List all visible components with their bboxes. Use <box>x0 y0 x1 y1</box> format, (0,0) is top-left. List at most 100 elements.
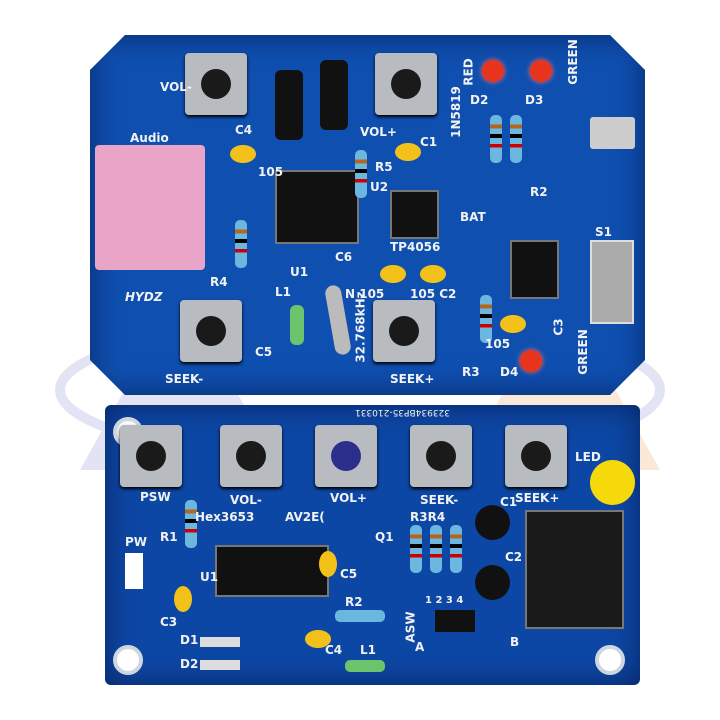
seek-down-button <box>180 300 242 362</box>
label: SEEK+ <box>515 491 560 505</box>
label: Hex3653 <box>195 510 255 524</box>
label: SEEK- <box>420 493 459 507</box>
power-header <box>125 553 143 589</box>
label: BAT <box>460 210 486 224</box>
label: VOL- <box>230 493 262 507</box>
audio-jack <box>95 145 205 270</box>
vol-up-button <box>315 425 377 487</box>
label: 1 2 3 4 <box>425 595 464 606</box>
label: PW <box>125 535 148 549</box>
capacitor <box>230 145 256 163</box>
label: PSW <box>140 490 171 504</box>
label: AV2E( <box>285 510 325 524</box>
seek-up-button <box>505 425 567 487</box>
ic-chip-u1 <box>215 545 329 597</box>
resistor <box>335 610 385 622</box>
resistor <box>235 220 247 268</box>
red-led <box>482 60 504 82</box>
label: D2 <box>180 657 199 671</box>
label: C4 <box>235 123 253 137</box>
ic-chip-u2 <box>390 190 439 239</box>
label: A <box>415 640 425 654</box>
usb-port <box>590 117 635 149</box>
seek-down-button <box>410 425 472 487</box>
label: U1 <box>290 265 309 279</box>
capacitor <box>395 143 421 161</box>
capacitor <box>380 265 406 283</box>
capacitor <box>305 630 331 648</box>
label: Audio <box>130 131 169 145</box>
label: RED <box>461 58 476 86</box>
capacitor <box>319 551 337 577</box>
label: SEEK+ <box>390 372 435 386</box>
vol-down-button <box>220 425 282 487</box>
label: R2 <box>530 185 548 199</box>
label: D1 <box>180 633 199 647</box>
label: R1 <box>160 530 178 544</box>
mount-hole <box>113 645 143 675</box>
diode <box>200 637 240 647</box>
mount-hole <box>595 645 625 675</box>
resistor <box>480 295 492 343</box>
psw-button <box>120 425 182 487</box>
green-led <box>530 60 552 82</box>
label: C3 <box>551 318 566 336</box>
vol-down-button <box>185 53 247 115</box>
label: L1 <box>275 285 291 299</box>
regulator <box>510 240 559 299</box>
resistor <box>490 115 502 163</box>
label: R2 <box>345 595 363 609</box>
label: C1 <box>420 135 438 149</box>
label: C1 <box>500 495 518 509</box>
resistor <box>450 525 462 573</box>
label: VOL- <box>160 80 192 94</box>
label: VOL+ <box>360 125 397 139</box>
jumper-header <box>435 610 475 632</box>
label: D2 <box>470 93 489 107</box>
yellow-led <box>590 460 635 505</box>
label: R3R4 <box>410 510 446 524</box>
label: LED <box>575 450 601 464</box>
capacitor <box>500 315 526 333</box>
label: R4 <box>210 275 228 289</box>
label: 323934BP35-210331 <box>355 407 451 417</box>
label: C3 <box>160 615 178 629</box>
resistor <box>410 525 422 573</box>
label: L1 <box>360 643 376 657</box>
label: SEEK- <box>165 372 204 386</box>
label: 105 C2 <box>410 287 457 301</box>
led <box>520 350 542 372</box>
slide-switch <box>590 240 634 324</box>
capacitor <box>475 565 510 600</box>
seek-up-button <box>373 300 435 362</box>
label: B <box>510 635 520 649</box>
headphone-jack <box>525 510 624 629</box>
label: 32.768kHz <box>353 291 368 363</box>
label: D3 <box>525 93 544 107</box>
label: R5 <box>375 160 393 174</box>
capacitor <box>275 70 303 140</box>
label: C6 <box>335 250 353 264</box>
label: D4 <box>500 365 519 379</box>
inductor <box>345 660 385 672</box>
label: VOL+ <box>330 491 367 505</box>
inductor <box>290 305 304 345</box>
label: 105 <box>258 165 284 179</box>
capacitor <box>475 505 510 540</box>
label: N 105 <box>345 287 385 301</box>
capacitor <box>320 60 348 130</box>
label: GREEN <box>565 39 580 85</box>
resistor <box>185 500 197 548</box>
label: U1 <box>200 570 219 584</box>
fm-radio-pcb-bottom: PSW VOL- VOL+ SEEK- SEEK+ LED C1 R1 Hex3… <box>105 405 640 685</box>
label: 105 <box>485 337 511 351</box>
resistor <box>355 150 367 198</box>
diode <box>200 660 240 670</box>
label: TP4056 <box>390 240 441 254</box>
label: C5 <box>340 567 358 581</box>
label: 1N5819 <box>448 86 463 138</box>
capacitor <box>174 586 192 612</box>
ic-chip-u1 <box>275 170 359 244</box>
label: GREEN <box>575 329 590 375</box>
resistor <box>430 525 442 573</box>
